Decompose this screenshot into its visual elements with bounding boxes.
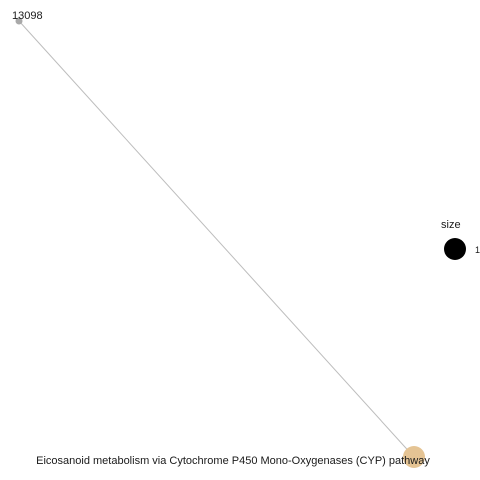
size-legend: size 1 <box>441 219 480 260</box>
legend-size-label: 1 <box>475 245 480 255</box>
node-pathway[interactable] <box>403 446 425 468</box>
node-label-gene: 13098 <box>12 10 43 22</box>
edge-gene-pathway <box>18 20 415 458</box>
node-label-pathway: Eicosanoid metabolism via Cytochrome P45… <box>36 455 430 467</box>
legend-size-dot <box>444 238 466 260</box>
node-gene[interactable] <box>15 17 23 25</box>
legend-title: size <box>441 219 461 231</box>
